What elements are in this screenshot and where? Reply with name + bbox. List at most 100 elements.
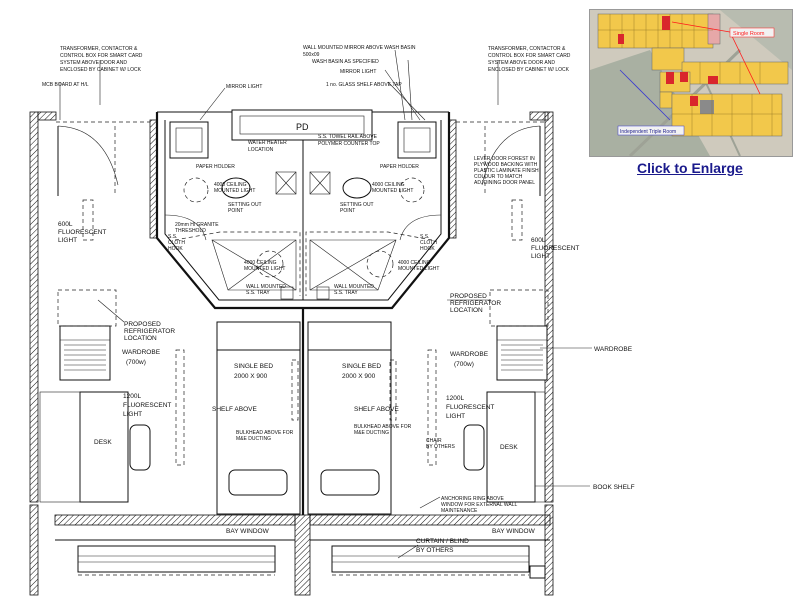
note-transformer-right-3: SYSTEM ABOVE DOOR AND	[488, 60, 555, 66]
bay-wall-right	[309, 514, 551, 526]
right-lower-wall	[544, 504, 554, 596]
note-anchoring-2: WINDOW FOR EXTERNAL WALL	[441, 502, 518, 508]
click-to-enlarge-link[interactable]: Click to Enlarge	[637, 160, 743, 176]
fridge-left	[57, 289, 117, 327]
key-plan-image: Single Room Independent Triple Room	[590, 10, 792, 156]
note-hook-l-1: S.S.	[168, 234, 177, 240]
note-mirror-light-r: MIRROR LIGHT	[340, 69, 376, 75]
label-fridge-l-1: PROPOSED	[124, 321, 161, 328]
corner-column	[529, 565, 546, 579]
note-towel-rail-2: POLYMER COUNTER TOP	[318, 141, 380, 147]
wing-mid	[681, 61, 789, 85]
chair-right	[463, 424, 485, 471]
note-ceiling-light-l-1: 4000 CEILING	[214, 182, 247, 188]
label-bed-r-1: SINGLE BED	[342, 363, 381, 370]
note-mirror-2: 500x09	[303, 52, 320, 58]
note-chair-2: BY OTHERS	[426, 444, 455, 450]
note-tray-r-1: WALL MOUNTED	[334, 284, 374, 290]
note-ceiling-light-r-1: 4000 CEILING	[372, 182, 405, 188]
note-setting-out-l-2: POINT	[228, 208, 243, 214]
bed-left	[216, 321, 301, 515]
entry-door-right	[481, 125, 541, 196]
desk-left	[39, 391, 151, 503]
note-hook-r-2: CLOTH	[420, 240, 437, 246]
label-book-shelf: BOOK SHELF	[593, 484, 635, 491]
pillow-left	[228, 469, 288, 496]
corridor-wall-right	[529, 111, 549, 121]
label-600-r-2: FLUORESCENT	[531, 245, 579, 252]
corridor-wall-left	[37, 111, 57, 121]
bathroom-pod	[155, 109, 451, 310]
label-bed-r-2: 2000 X 900	[342, 373, 376, 380]
note-ceiling-light-r2-1: 4000 CEILING	[398, 260, 431, 266]
label-desk-r: DESK	[500, 444, 518, 451]
note-ceiling-light-r2-2: MOUNTED LIGHT	[398, 266, 439, 272]
label-shelf-r: SHELF ABOVE	[354, 406, 399, 413]
note-setting-out-r-2: POINT	[340, 208, 355, 214]
label-desk-l: DESK	[94, 439, 112, 446]
bay-window	[55, 539, 550, 576]
label-curtain-2: BY OTHERS	[416, 547, 454, 554]
label-shelf-l: SHELF ABOVE	[212, 406, 257, 413]
note-hook-r-1: S.S.	[420, 234, 429, 240]
label-wardrobe-callout: WARDROBE	[594, 346, 633, 353]
label-600-l-1: 600L	[58, 221, 73, 228]
note-ceiling-light-l2-2: MOUNTED LIGHT	[244, 266, 285, 272]
pd-shaft	[231, 109, 373, 141]
left-exterior-wall	[29, 111, 39, 503]
toilet-left	[221, 177, 251, 199]
note-hook-l-3: HOOK	[168, 246, 183, 252]
label-1200-r-3: LIGHT	[446, 413, 465, 420]
note-transformer-left-1: TRANSFORMER, CONTACTOR &	[60, 46, 138, 52]
note-tray-l-2: S.S. TRAY	[246, 290, 270, 296]
note-mirror-1: WALL MOUNTED MIRROR ABOVE WASH BASIN	[303, 45, 416, 51]
note-tray-r-2: S.S. TRAY	[334, 290, 358, 296]
note-water-heater-1: WATER HEATER	[248, 140, 287, 146]
note-wash-basin: WASH BASIN AS SPECIFIED	[312, 59, 379, 65]
note-mcb: MCB BOARD AT H/L	[42, 82, 89, 88]
note-transformer-left-3: SYSTEM ABOVE DOOR AND	[60, 60, 127, 66]
note-tray-l-1: WALL MOUNTED	[246, 284, 286, 290]
entry-door-left	[57, 125, 119, 196]
label-bay-window-r: BAY WINDOW	[492, 528, 536, 535]
note-bulkhead-l-1: BULKHEAD ABOVE FOR	[236, 430, 294, 436]
label-fridge-r-3: LOCATION	[450, 307, 483, 314]
wing-top	[597, 13, 714, 49]
note-door-rebate-2: PLYWOOD BACKING WITH	[474, 162, 538, 168]
note-towel-rail-1: S.S. TOWEL RAIL ABOVE	[318, 134, 378, 140]
chair-left	[129, 424, 151, 471]
label-fridge-l-3: LOCATION	[124, 335, 157, 342]
key-plan-thumbnail[interactable]: Single Room Independent Triple Room	[589, 9, 793, 157]
bay-wall-left	[54, 514, 296, 526]
note-granite-1: 20mm Hl GRANITE	[175, 222, 219, 228]
thumb-label-triple: Independent Triple Room	[620, 129, 676, 135]
right-exterior-wall	[544, 111, 554, 503]
desk-right	[463, 391, 546, 503]
note-ceiling-light-r-2: MOUNTED LIGHT	[372, 188, 413, 194]
wardrobe-right	[496, 325, 548, 381]
party-wall-bottom	[294, 514, 311, 596]
note-bulkhead-l-2: M&E DUCTING	[236, 436, 271, 442]
label-fridge-r-1: PROPOSED	[450, 293, 487, 300]
bed-right	[307, 321, 392, 515]
annotations: TRANSFORMER, CONTACTOR & CONTROL BOX FOR…	[42, 45, 635, 554]
label-curtain-1: CURTAIN / BLIND	[416, 538, 469, 545]
label-wardrobe-l-2: (700w)	[126, 359, 146, 366]
label-fridge-l-2: REFRIGERATOR	[124, 328, 175, 335]
leader-lines	[59, 49, 592, 559]
label-1200-l-1: 1200L	[123, 393, 141, 400]
note-granite-2: THRESHOLD	[175, 228, 206, 234]
note-paper-holder-l: PAPER HOLDER	[196, 164, 235, 170]
note-transformer-right-4: ENCLOSED BY CABINET W/ LOCK	[488, 67, 570, 73]
fridge-right	[489, 289, 549, 327]
pillow-right	[320, 469, 380, 496]
note-bulkhead-r-1: BULKHEAD ABOVE FOR	[354, 424, 412, 430]
note-hook-r-3: HOOK	[420, 246, 435, 252]
pd-label: PD	[296, 122, 309, 132]
label-wardrobe-r-1: WARDROBE	[450, 351, 489, 358]
note-anchoring-3: MAINTENANCE	[441, 508, 478, 514]
note-anchoring-1: ANCHORING RING ABOVE	[441, 496, 504, 502]
label-600-l-3: LIGHT	[58, 237, 77, 244]
wing-bottom	[671, 93, 783, 137]
